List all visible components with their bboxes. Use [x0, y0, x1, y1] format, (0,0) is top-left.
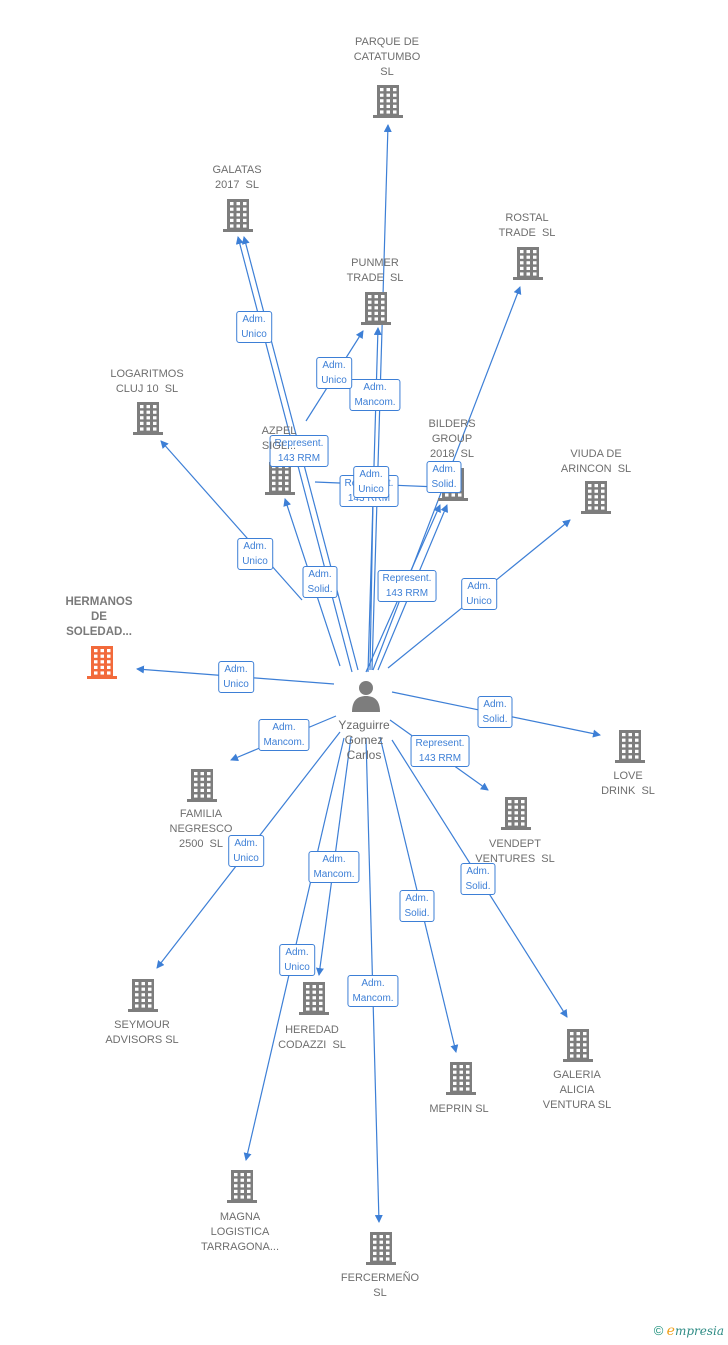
- building-icon-heredad: [299, 982, 329, 1015]
- brand-e: e: [666, 1323, 675, 1339]
- company-label-galatas[interactable]: GALATAS 2017 SL: [212, 164, 262, 191]
- edge-label-bilders[interactable]: Adm. Unico: [353, 466, 389, 498]
- edge-label-vendept[interactable]: Represent. 143 RRM: [410, 735, 470, 767]
- company-label-punmer[interactable]: PUNMER TRADE SL: [346, 257, 404, 284]
- edge-label-parque[interactable]: Adm. Mancom.: [349, 379, 401, 411]
- building-icon-rostal: [513, 247, 543, 280]
- building-icon-seymour: [128, 979, 158, 1012]
- edge-label-bilders[interactable]: Represent. 143 RRM: [377, 570, 437, 602]
- building-icon-galatas: [223, 199, 253, 232]
- building-icon-familia: [187, 769, 217, 802]
- building-icon-meprin: [446, 1062, 476, 1095]
- building-icon-viuda: [581, 481, 611, 514]
- building-icon-fercermeno: [366, 1232, 396, 1265]
- person-name[interactable]: Yzaguirre Gomez Carlos: [338, 718, 390, 762]
- building-icon-punmer: [361, 292, 391, 325]
- company-label-bilders[interactable]: BILDERS GROUP 2018 SL: [428, 418, 476, 460]
- edge-label-azpel[interactable]: Adm. Solid.: [302, 566, 338, 598]
- building-icon-magna: [227, 1170, 257, 1203]
- company-label-magna[interactable]: MAGNA LOGISTICA TARRAGONA...: [200, 1211, 280, 1253]
- edges-layer: [136, 124, 601, 1223]
- edge-label-heredad[interactable]: Adm. Mancom.: [308, 851, 360, 883]
- building-icon-love: [615, 730, 645, 763]
- edge-label-love[interactable]: Adm. Solid.: [477, 696, 513, 728]
- company-label-hermanos[interactable]: HERMANOS DE SOLEDAD...: [65, 596, 133, 638]
- edge-label-logaritmos[interactable]: Adm. Unico: [237, 538, 273, 570]
- brand-logo: © empresia: [654, 1323, 724, 1339]
- edge-label-seymour[interactable]: Adm. Unico: [228, 835, 264, 867]
- building-icon-vendept: [501, 797, 531, 830]
- edge-label-galatas[interactable]: Adm. Unico: [236, 311, 272, 343]
- building-icon-galeria: [563, 1029, 593, 1062]
- edge-label-viuda[interactable]: Adm. Unico: [461, 578, 497, 610]
- company-label-parque[interactable]: PARQUE DE CATATUMBO SL: [353, 36, 421, 78]
- company-label-logaritmos[interactable]: LOGARITMOS CLUJ 10 SL: [110, 368, 184, 395]
- person-icon: [352, 681, 380, 712]
- copyright-symbol: ©: [653, 1323, 664, 1338]
- company-label-seymour[interactable]: SEYMOUR ADVISORS SL: [105, 1019, 179, 1046]
- brand-rest: mpresia: [674, 1324, 724, 1338]
- edge-label-hermanos[interactable]: Adm. Unico: [218, 661, 254, 693]
- edge-logaritmos: [160, 440, 303, 601]
- edge-bilders: [368, 499, 377, 671]
- company-label-meprin[interactable]: MEPRIN SL: [429, 1103, 489, 1115]
- edge-label-familia[interactable]: Adm. Mancom.: [258, 719, 310, 751]
- edge-label-fercermeno[interactable]: Adm. Mancom.: [347, 975, 399, 1007]
- edge-label-punmer[interactable]: Adm. Unico: [316, 357, 352, 389]
- nodes-layer: [87, 85, 645, 1265]
- company-label-viuda[interactable]: VIUDA DE ARINCON SL: [560, 448, 632, 475]
- company-label-love[interactable]: LOVE DRINK SL: [601, 770, 655, 797]
- company-label-heredad[interactable]: HEREDAD CODAZZI SL: [278, 1024, 346, 1051]
- company-label-vendept[interactable]: VENDEPT VENTURES SL: [475, 838, 555, 865]
- edge-label-rostal[interactable]: Represent. 143 RRM: [269, 435, 329, 467]
- edge-label-magna[interactable]: Adm. Unico: [279, 944, 315, 976]
- person-node[interactable]: [352, 681, 380, 712]
- building-icon-hermanos: [87, 646, 117, 679]
- edge-label-meprin[interactable]: Adm. Solid.: [399, 890, 435, 922]
- edge-label-galeria[interactable]: Adm. Solid.: [460, 863, 496, 895]
- building-icon-parque: [373, 85, 403, 118]
- company-label-fercermeno[interactable]: FERCERMEÑO SL: [340, 1272, 420, 1299]
- company-label-familia[interactable]: FAMILIA NEGRESCO 2500 SL: [169, 808, 233, 850]
- building-icon-logaritmos: [133, 402, 163, 435]
- company-label-rostal[interactable]: ROSTAL TRADE SL: [498, 212, 556, 239]
- edge-label-bilders[interactable]: Adm. Solid.: [426, 461, 462, 493]
- company-label-galeria[interactable]: GALERIA ALICIA VENTURA SL: [542, 1069, 612, 1111]
- company-label-azpel[interactable]: AZPEL SIGL...: [261, 425, 297, 452]
